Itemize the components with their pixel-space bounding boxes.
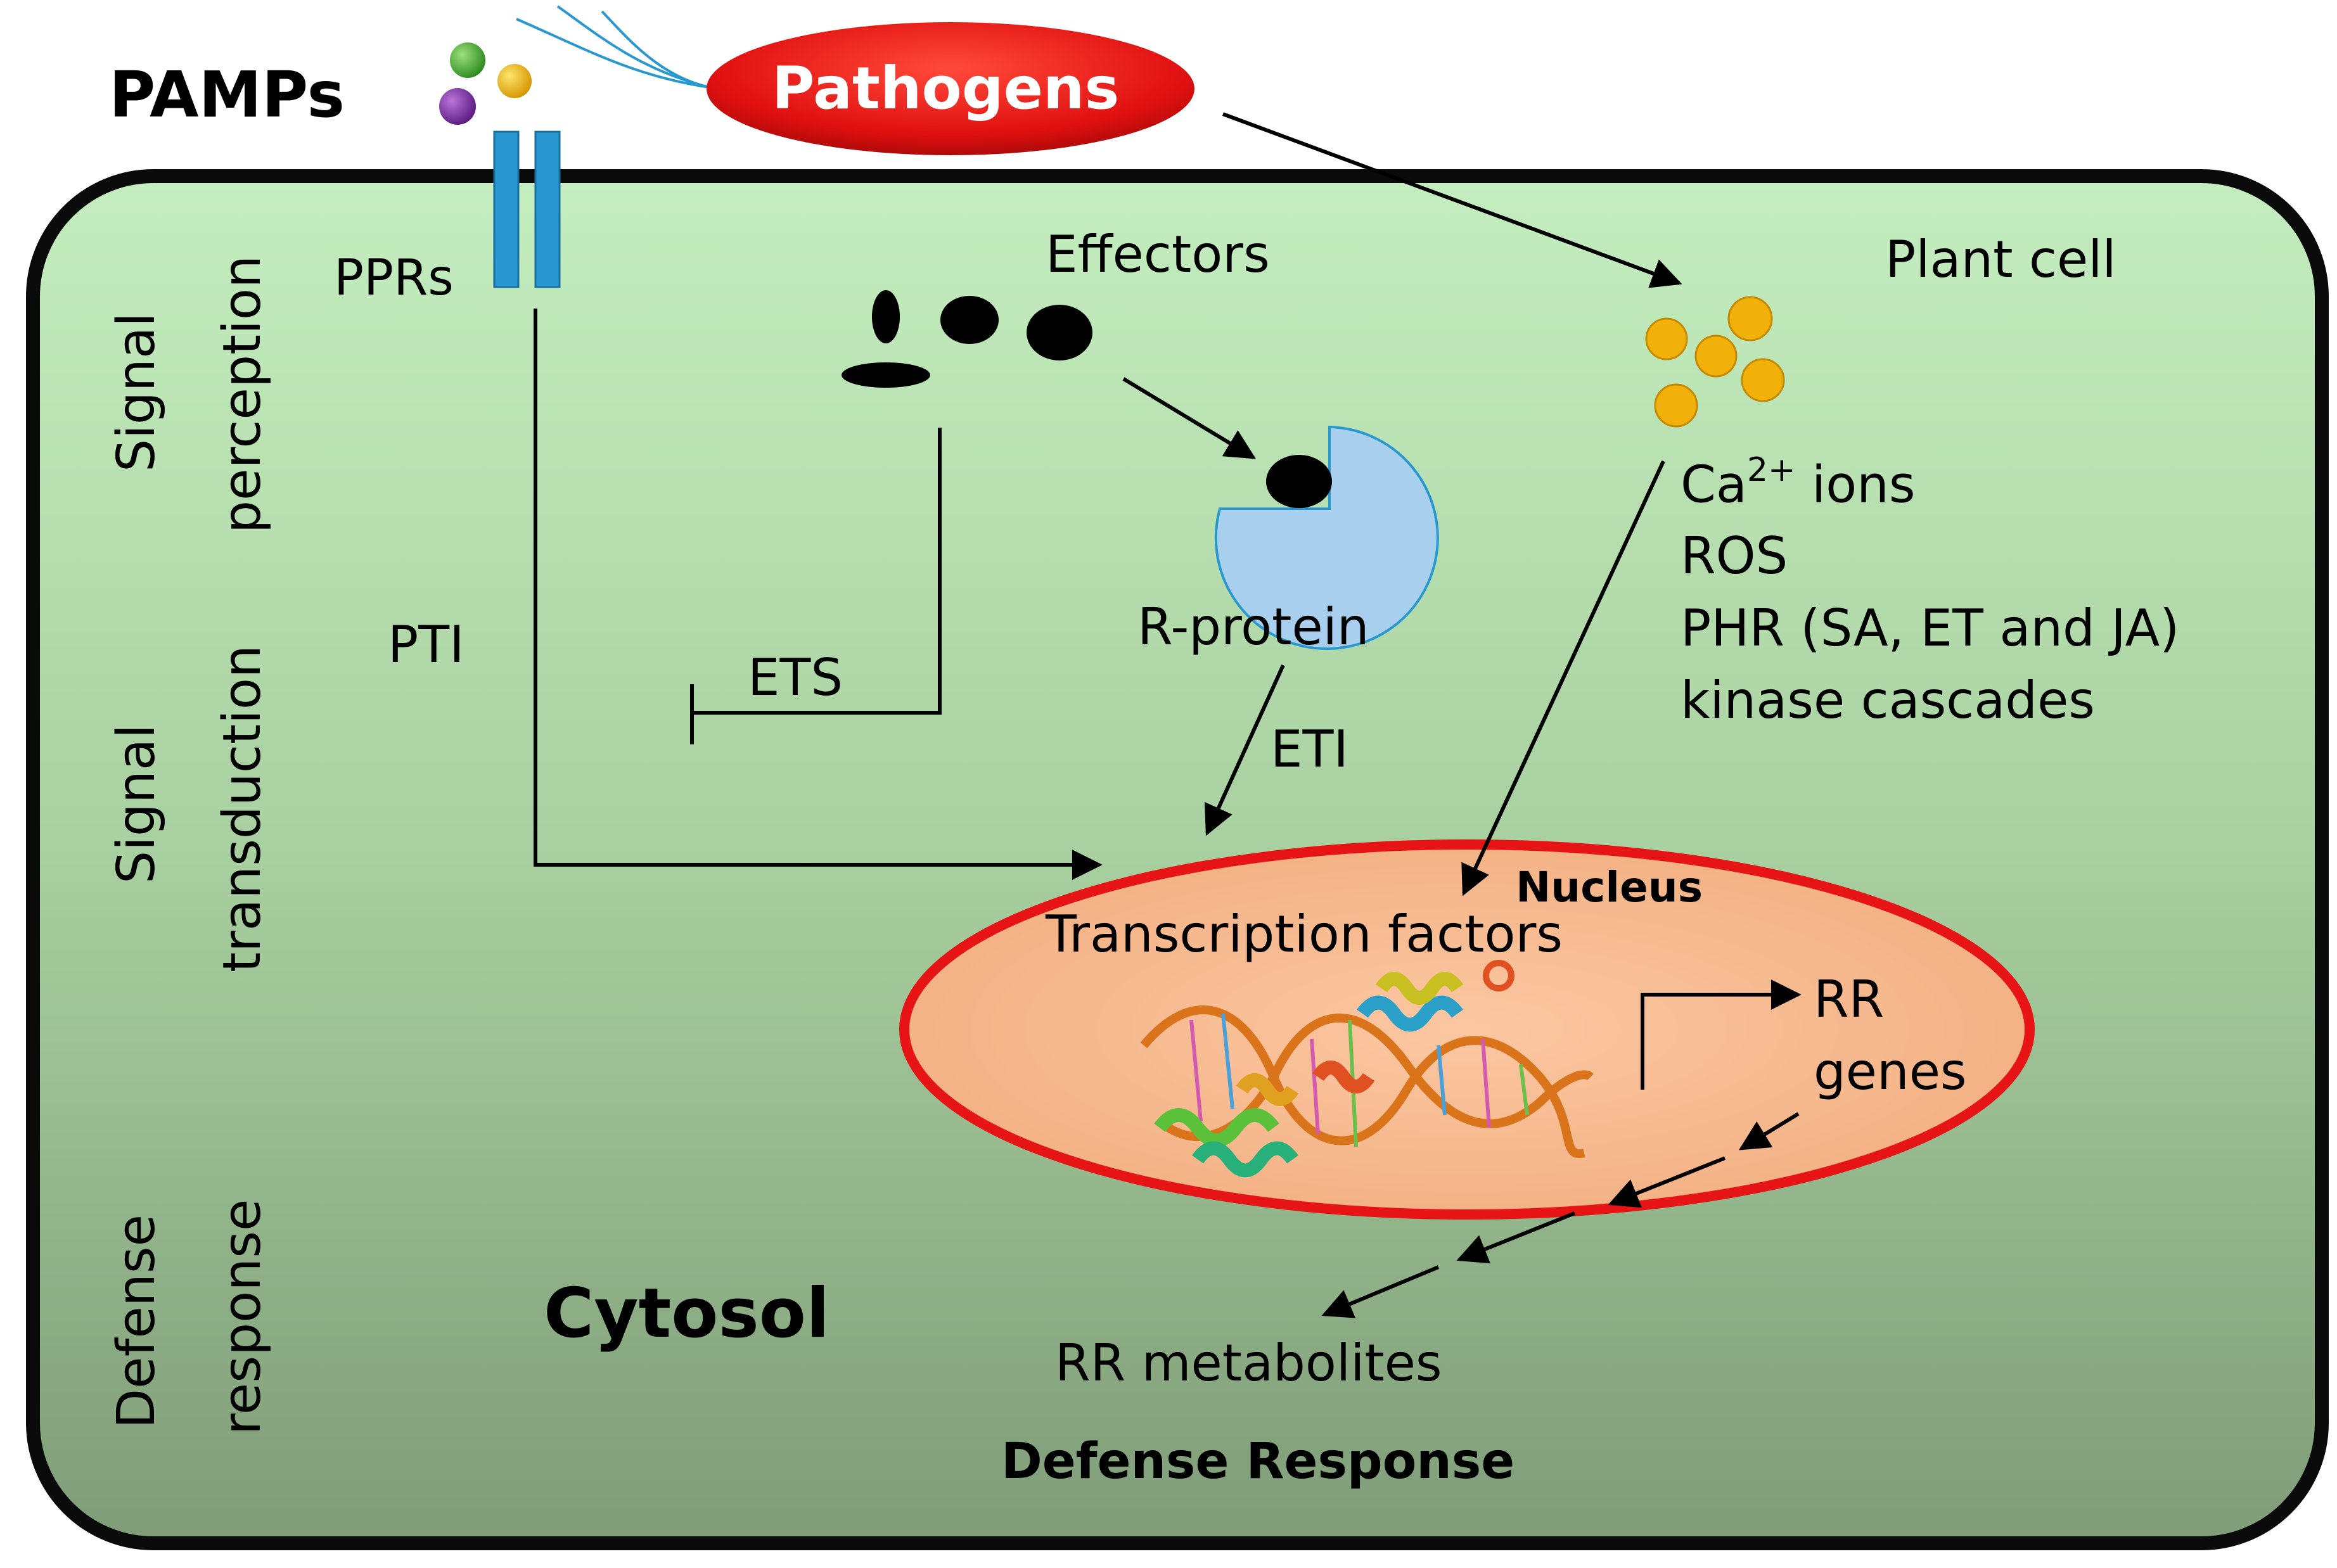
rr-genes-label-line2: genes — [1814, 1042, 1967, 1101]
side-label-defense-response-1: Defense — [106, 1214, 167, 1429]
pathogen-flagellum — [516, 18, 710, 89]
calcium-ion — [1694, 335, 1738, 378]
r-protein-label: R-protein — [1137, 597, 1369, 656]
ppr-receptor-bar — [534, 131, 561, 288]
r-protein-shape — [1214, 425, 1439, 650]
pti-arrow — [534, 309, 1103, 880]
calcium-ions-label: Ca2+ ions — [1681, 454, 1916, 514]
pamp-purple-ball — [439, 88, 476, 125]
cytosol-label: Cytosol — [544, 1274, 829, 1353]
pathogen-shape — [707, 22, 1194, 155]
rr-genes-label-line1: RR — [1814, 970, 1885, 1029]
ros-label: ROS — [1681, 526, 1788, 585]
pamps-label: PAMPs — [109, 58, 345, 132]
side-label-signal-transduction-2: transduction — [212, 645, 272, 972]
plant-cell — [26, 169, 2329, 1550]
signal-to-nucleus-arrow — [1461, 460, 1665, 896]
effector-shape — [842, 362, 930, 388]
defense-response-label: Defense Response — [1001, 1433, 1515, 1490]
effector-shape — [940, 296, 999, 344]
effector-binding-arrow — [1122, 377, 1257, 459]
kinase-cascades-label: kinase cascades — [1681, 671, 2095, 730]
pathogen-to-ions-arrow — [1222, 112, 1682, 288]
rr-metabolite-arrow — [1321, 1265, 1440, 1318]
effector-shape — [872, 290, 900, 343]
pamp-yellow-ball — [497, 64, 532, 98]
pathogen-flagellum — [601, 10, 710, 89]
calcium-ion — [1645, 317, 1688, 360]
calcium-ion — [1727, 296, 1773, 341]
side-label-signal-perception-1: Signal — [106, 312, 167, 472]
pathway-connectors — [534, 112, 1802, 1318]
side-label-defense-response-2: response — [212, 1199, 272, 1435]
nucleus-label: Nucleus — [1516, 863, 1703, 912]
eti-label: ETI — [1271, 720, 1349, 779]
pti-label: PTI — [388, 615, 464, 674]
ppr-receptor-bar — [493, 131, 520, 288]
calcium-ion — [1741, 358, 1785, 402]
rr-gene-output-arrow — [1608, 1156, 1726, 1208]
ets-label: ETS — [748, 648, 843, 707]
pamp-green-ball — [450, 42, 485, 78]
pprs-label: PPRs — [334, 250, 454, 307]
transcription-start-arrow — [1641, 979, 1802, 1090]
ets-inhibition-line — [692, 428, 942, 715]
phr-label: PHR (SA, ET and JA) — [1681, 599, 2180, 658]
calcium-ions-word: ions — [1795, 455, 1916, 514]
plant-cell-label: Plant cell — [1885, 230, 2116, 289]
rr-gene-output-arrow — [1738, 1112, 1800, 1151]
side-label-signal-transduction-1: Signal — [106, 724, 167, 884]
bound-effector — [1266, 455, 1332, 508]
dna-protein-complex — [1140, 960, 1594, 1178]
rr-metabolites-label: RR metabolites — [1055, 1334, 1442, 1393]
transcription-factors-label: Transcription factors — [1046, 905, 1563, 964]
calcium-charge: 2+ — [1746, 451, 1796, 489]
pathogens-label: Pathogens — [772, 54, 1120, 122]
nucleus — [899, 839, 2035, 1220]
effectors-label: Effectors — [1046, 225, 1270, 284]
eti-arrow — [1204, 664, 1285, 836]
rr-gene-output-arrow — [1456, 1211, 1576, 1264]
side-label-signal-perception-2: perception — [212, 255, 272, 533]
effector-shape — [1027, 305, 1092, 360]
calcium-ion — [1654, 383, 1698, 428]
calcium-symbol: Ca — [1681, 455, 1747, 514]
